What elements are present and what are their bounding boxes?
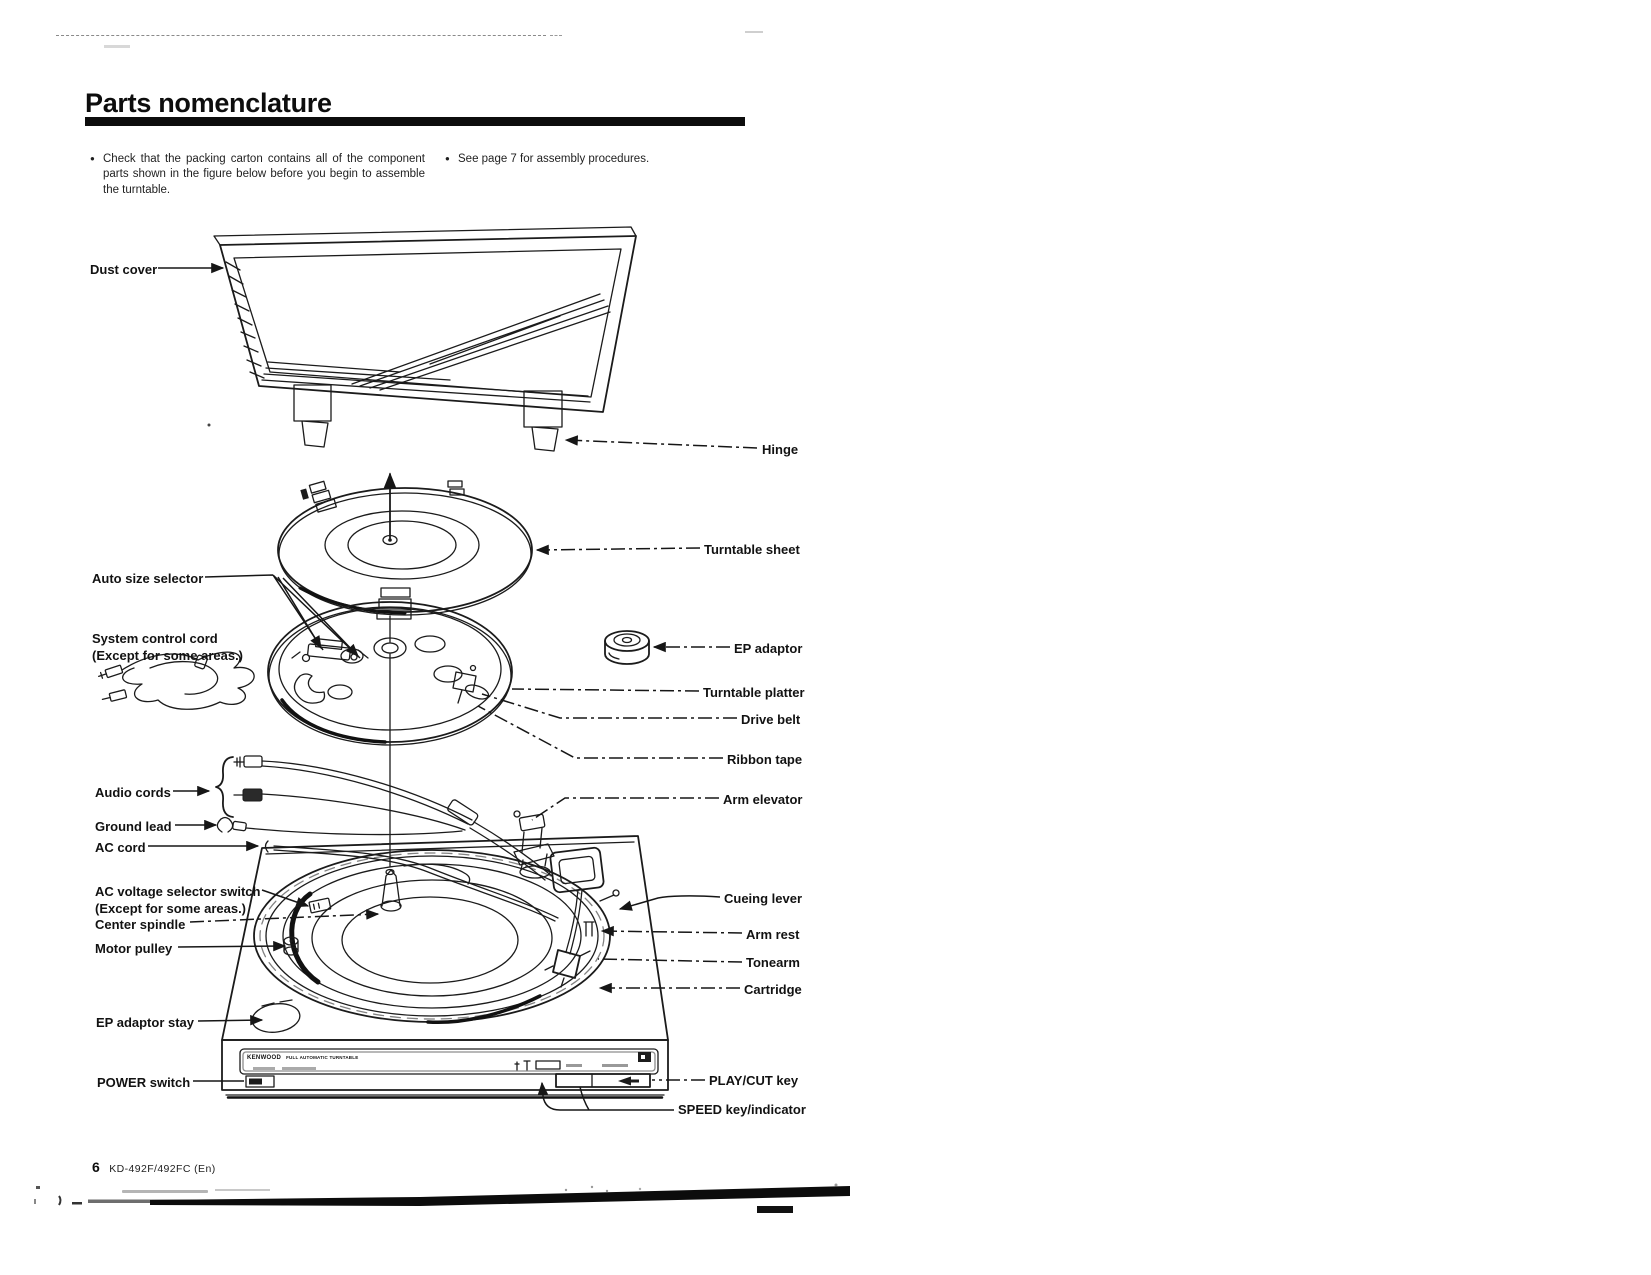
label-power-switch: POWER switch: [97, 1075, 191, 1090]
bullet-icon: ●: [90, 154, 95, 163]
intro-bullet-1-text: Check that the packing carton contains a…: [103, 153, 425, 196]
label-drive-belt: Drive belt: [741, 712, 801, 727]
intro-bullet-2-text: See page 7 for assembly procedures.: [458, 153, 650, 165]
label-turntable-platter: Turntable platter: [703, 685, 805, 700]
intro-bullet-2: ● See page 7 for assembly procedures.: [445, 152, 708, 167]
label-center-spindle: Center spindle: [95, 917, 186, 932]
scan-smudge-top: [104, 45, 130, 48]
brand-text: KENWOOD: [247, 1055, 282, 1061]
page-title: Parts nomenclature: [85, 88, 332, 118]
arm-elevator-part: [513, 810, 555, 879]
leader-arm-rest: [600, 925, 743, 937]
footer-page-number: 6: [92, 1159, 101, 1175]
label-dust-cover: Dust cover: [90, 262, 158, 277]
leader-arm-elevator: [531, 797, 719, 821]
leader-tonearm: [597, 958, 743, 963]
label-cartridge: Cartridge: [744, 982, 802, 997]
label-arm-elevator: Arm elevator: [723, 792, 803, 807]
turntable-sheet-drawing: [277, 472, 533, 620]
label-system-control-cord-note: (Except for some areas.): [92, 648, 244, 663]
label-auto-size-selector: Auto size selector: [92, 571, 204, 586]
speed-indicator-marks: [514, 1060, 531, 1071]
scan-dash-small: [550, 35, 562, 36]
leader-speed-key: [537, 1081, 674, 1111]
bullet-icon: ●: [445, 154, 450, 163]
ac-cord-drawing: [264, 840, 559, 922]
tonearm-part: [544, 846, 620, 988]
label-turntable-sheet: Turntable sheet: [704, 542, 800, 557]
label-play-cut-key: PLAY/CUT key: [709, 1073, 799, 1088]
label-ac-voltage-selector-note: (Except for some areas.): [95, 901, 247, 916]
scan-dash-top-right: [745, 31, 763, 33]
label-ribbon-tape: Ribbon tape: [727, 752, 803, 767]
leader-motor-pulley: [177, 940, 287, 952]
center-spindle-part: [380, 868, 402, 912]
label-ep-adaptor: EP adaptor: [734, 641, 803, 656]
ep-adaptor-stay-part: [251, 999, 301, 1033]
scan-dashed-line: [56, 35, 546, 36]
label-speed-key: SPEED key/indicator: [678, 1102, 806, 1117]
label-arm-rest: Arm rest: [746, 927, 800, 942]
label-hinge: Hinge: [762, 442, 799, 457]
leader-ac-voltage-selector: [261, 889, 310, 908]
dust-cover-drawing: [207, 226, 637, 452]
leader-hinge: [564, 435, 758, 449]
label-ac-cord: AC cord: [95, 840, 146, 855]
ac-voltage-selector-part: [308, 897, 332, 914]
page-footer: 6 KD-492F/492FC (En): [92, 1159, 216, 1175]
power-button: [245, 1075, 275, 1088]
leader-lines: [148, 262, 758, 1111]
leader-speed-key-2: [579, 1086, 590, 1111]
leader-cueing-lever: [618, 895, 721, 911]
title-rule: [85, 117, 745, 126]
ribbon-tape-part: [452, 664, 477, 704]
label-motor-pulley: Motor pulley: [95, 941, 173, 956]
audio-cords-drawing: [215, 755, 553, 881]
leader-center-spindle: [189, 909, 380, 923]
leader-turntable-platter: [511, 688, 700, 692]
leader-ribbon-tape: [477, 705, 723, 759]
leader-ep-adaptor-stay: [197, 1014, 264, 1026]
label-system-control-cord: System control cord (Except for some are…: [92, 630, 243, 664]
play-cut-button: [555, 1073, 651, 1088]
scan-bottom-artifacts: [34, 1183, 850, 1213]
label-cueing-lever: Cueing lever: [724, 891, 803, 906]
label-audio-cords: Audio cords: [95, 785, 171, 800]
front-panel: [239, 1048, 659, 1088]
drive-belt-part: [464, 684, 490, 700]
base-drawing: [221, 810, 669, 1099]
label-ac-voltage-selector-switch: AC voltage selector switch (Except for s…: [95, 883, 260, 917]
leader-drive-belt: [481, 693, 737, 719]
label-system-control-cord-line1: System control cord: [92, 631, 218, 646]
footer-model: KD-492F/492FC (En): [109, 1163, 216, 1175]
label-ac-voltage-selector-line1: AC voltage selector switch: [95, 884, 261, 899]
front-panel-branding: KENWOOD FULL AUTOMATIC TURNTABLE: [247, 1055, 358, 1061]
label-ep-adaptor-stay: EP adaptor stay: [96, 1015, 195, 1030]
leader-turntable-sheet: [535, 544, 701, 556]
label-ground-lead: Ground lead: [95, 819, 172, 834]
ep-adaptor-drawing: [604, 630, 650, 665]
intro-bullet-1: ● Check that the packing carton contains…: [90, 152, 425, 198]
system-control-cord-drawing: [98, 651, 255, 710]
label-tonearm: Tonearm: [746, 955, 800, 970]
brand-subtext: FULL AUTOMATIC TURNTABLE: [286, 1055, 359, 1060]
turntable-platter-drawing: [267, 601, 513, 867]
ground-lead-drawing: [216, 816, 463, 836]
